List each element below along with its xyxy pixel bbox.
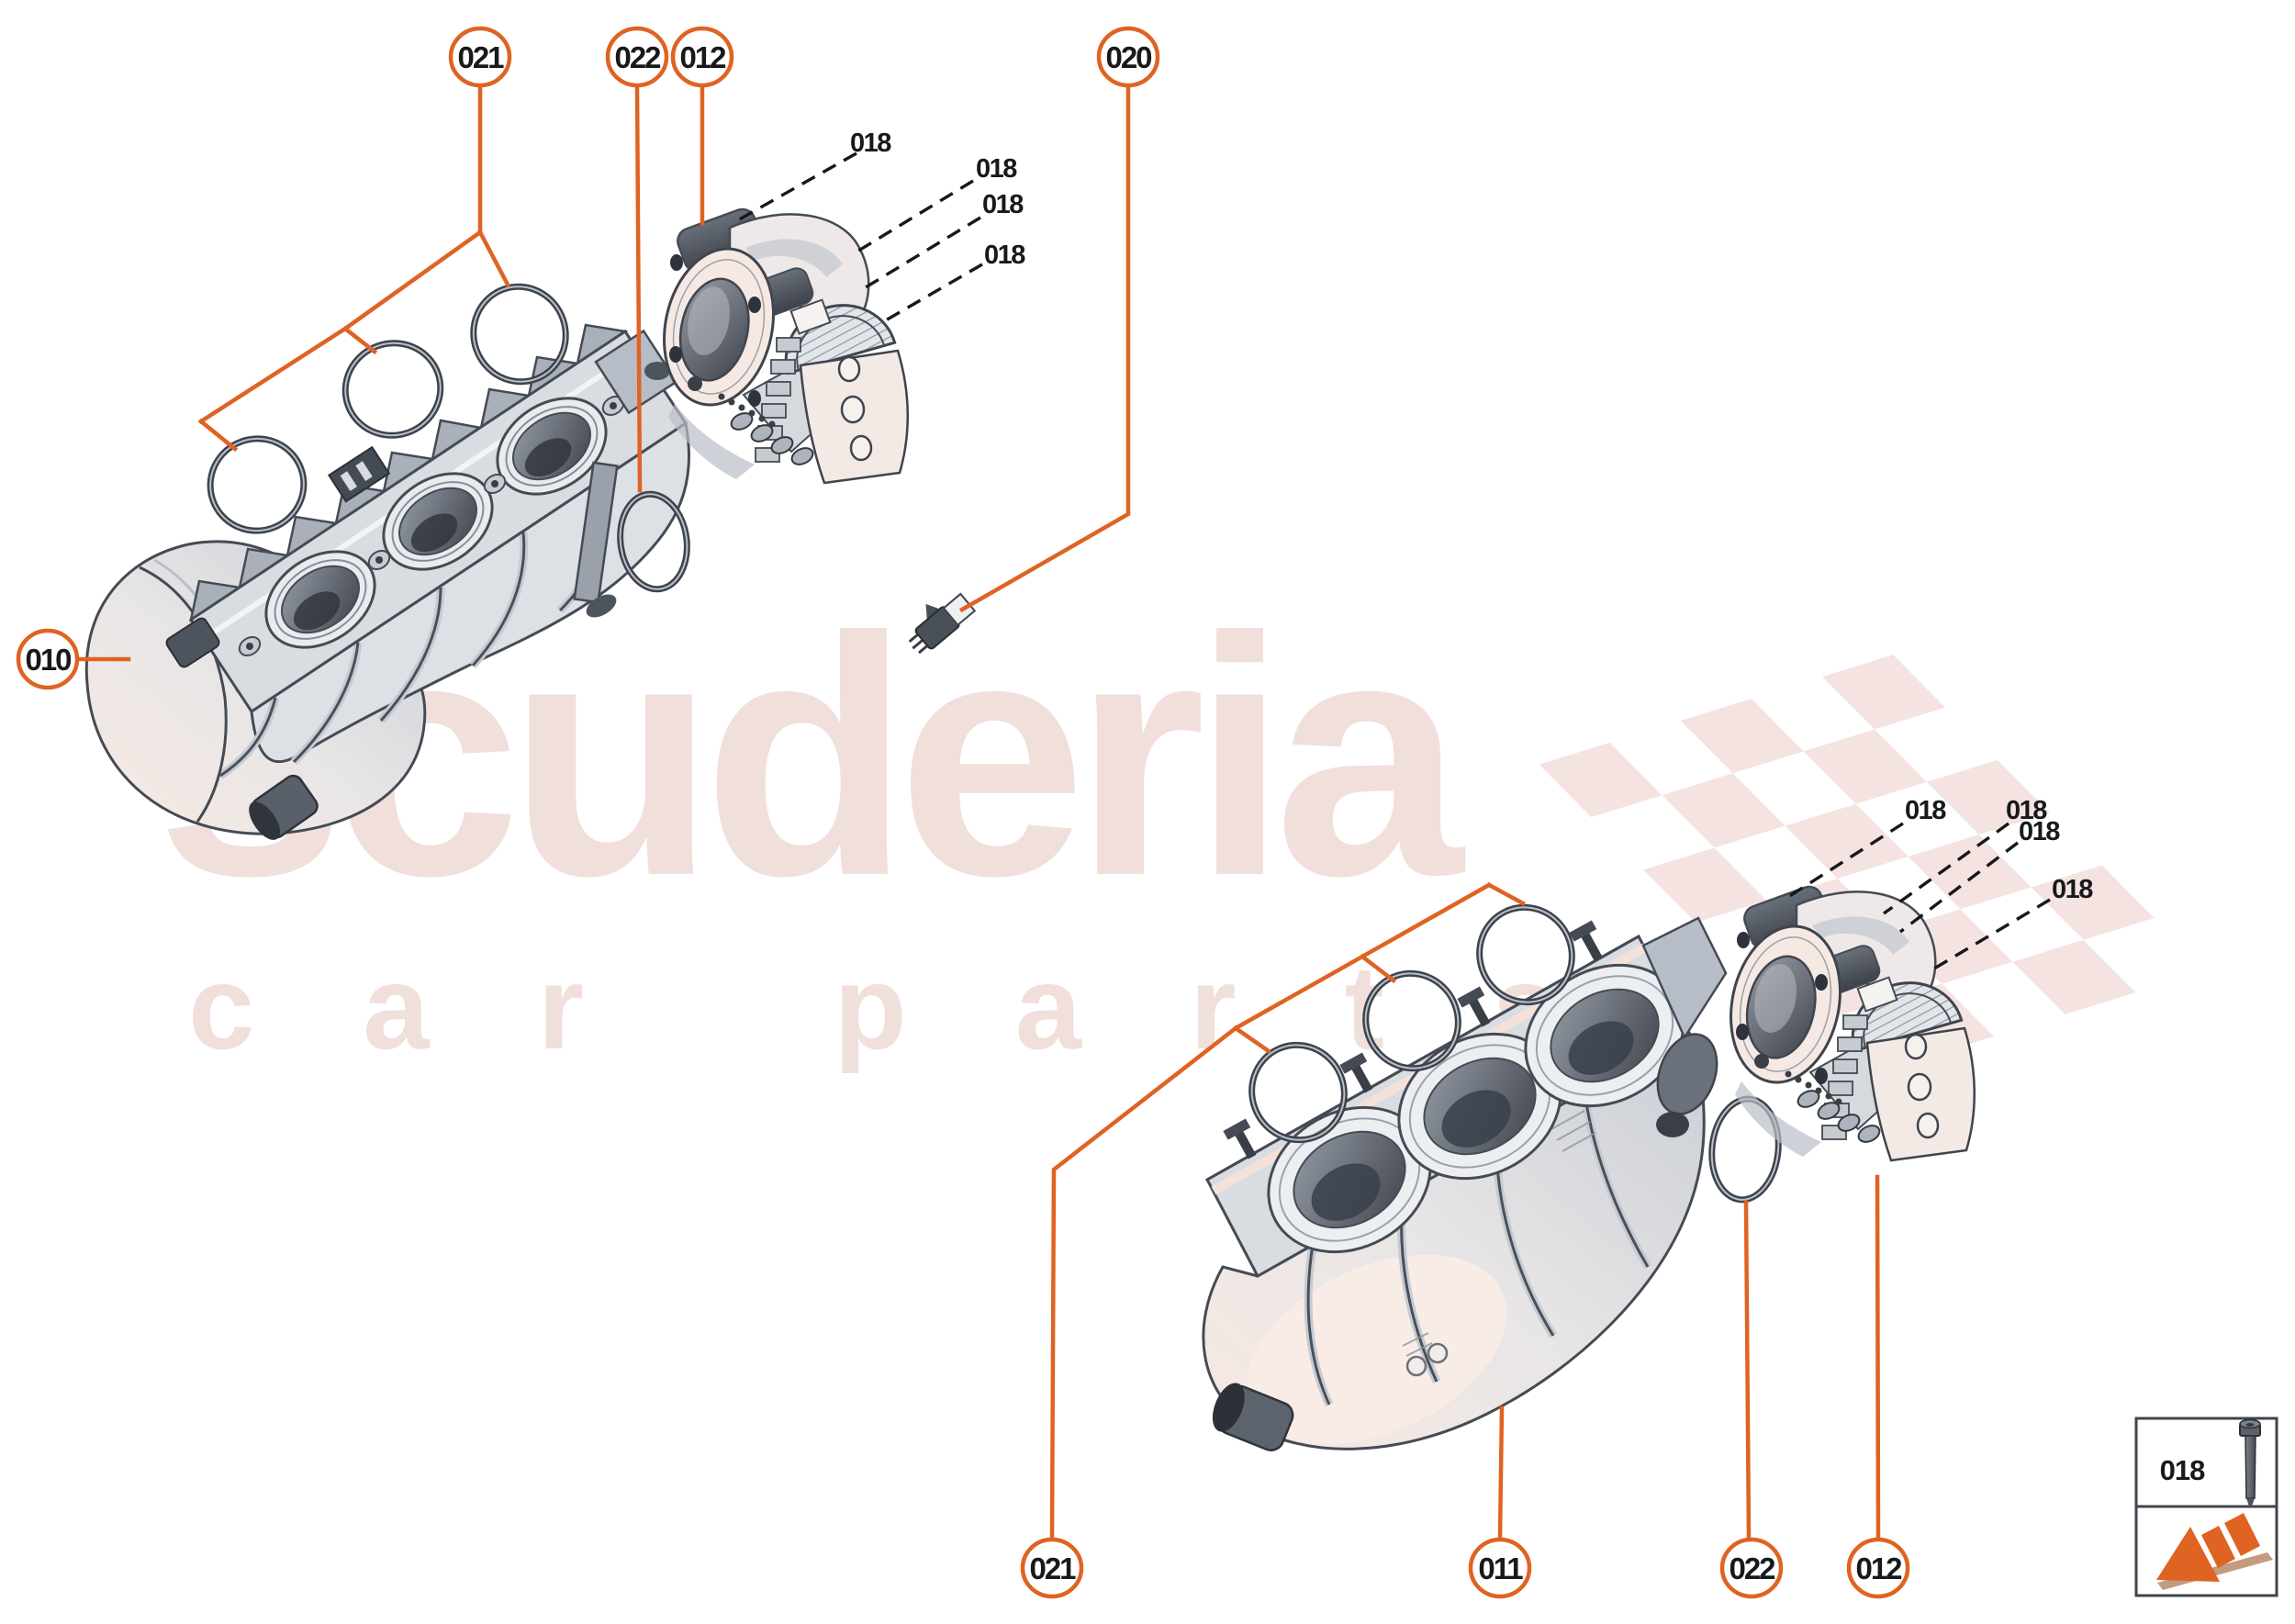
throttle-oring-022b: [1708, 1095, 1782, 1204]
fastener-label-018-u3: 018: [982, 190, 1024, 219]
throttle-oring-022a: [617, 490, 690, 593]
leader-022-bottom: [1743, 1200, 1752, 1540]
callout-011: 011: [1468, 1537, 1532, 1599]
intake-manifold-011: [1202, 916, 1728, 1451]
throttle-body-012a: [648, 204, 910, 485]
callout-022-bottom: 022: [1719, 1537, 1784, 1599]
fastener-label-018-l2: 018: [2006, 796, 2047, 825]
watermark-tagline: car parts: [188, 940, 1667, 1074]
leader-020: [958, 84, 1131, 613]
callout-020: 020: [1096, 26, 1160, 88]
fastener-label-018-u1: 018: [850, 129, 891, 158]
callout-021-top: 021: [448, 26, 512, 88]
fastener-label-018-l4: 018: [2052, 875, 2093, 904]
fastener-label-018-l1: 018: [1905, 796, 1946, 825]
gasket-ring-021a-3: [207, 435, 308, 534]
fastener-pointer-lines: [733, 151, 2051, 973]
svg-text:022: 022: [614, 40, 661, 74]
fastener-label-018-u2: 018: [976, 154, 1017, 184]
callout-012-bottom: 012: [1846, 1537, 1910, 1599]
leader-021-top: [197, 84, 511, 453]
leader-012-bottom: [1875, 1174, 1881, 1540]
callout-022-top: 022: [605, 26, 669, 88]
intake-manifold-010: [84, 323, 690, 840]
svg-text:012: 012: [1855, 1551, 1902, 1585]
fastener-label-018-u4: 018: [984, 241, 1025, 270]
legend-box: 018: [2134, 1417, 2278, 1597]
svg-text:021: 021: [1029, 1551, 1076, 1585]
map-sensor-020: [908, 592, 977, 655]
fastener-label-018-l3: 018: [2019, 817, 2060, 846]
leader-021-bottom: [1049, 881, 1527, 1540]
scuderia-arrow-logo: [2156, 1513, 2273, 1590]
svg-text:021: 021: [457, 40, 504, 74]
svg-text:022: 022: [1729, 1551, 1775, 1585]
leader-022-top: [634, 84, 643, 493]
gasket-ring-021a-1: [470, 283, 569, 386]
legend-fastener-ref: 018: [2160, 1454, 2205, 1486]
leader-011: [1497, 1406, 1505, 1540]
gasket-ring-021b-1: [1248, 1041, 1348, 1144]
svg-text:020: 020: [1105, 40, 1151, 74]
svg-text:012: 012: [679, 40, 726, 74]
gasket-ring-021a-2: [341, 340, 444, 439]
legend-fastener-cell: 018: [2160, 1418, 2261, 1506]
leader-lines: [76, 84, 1881, 1540]
callout-010: 010: [16, 628, 80, 690]
callout-012-top: 012: [670, 26, 734, 88]
socket-head-bolt-icon: [2239, 1418, 2261, 1506]
gasket-ring-021b-3: [1476, 903, 1575, 1006]
svg-text:010: 010: [25, 643, 71, 677]
callout-021-bottom: 021: [1020, 1537, 1084, 1599]
svg-text:011: 011: [1478, 1551, 1523, 1585]
